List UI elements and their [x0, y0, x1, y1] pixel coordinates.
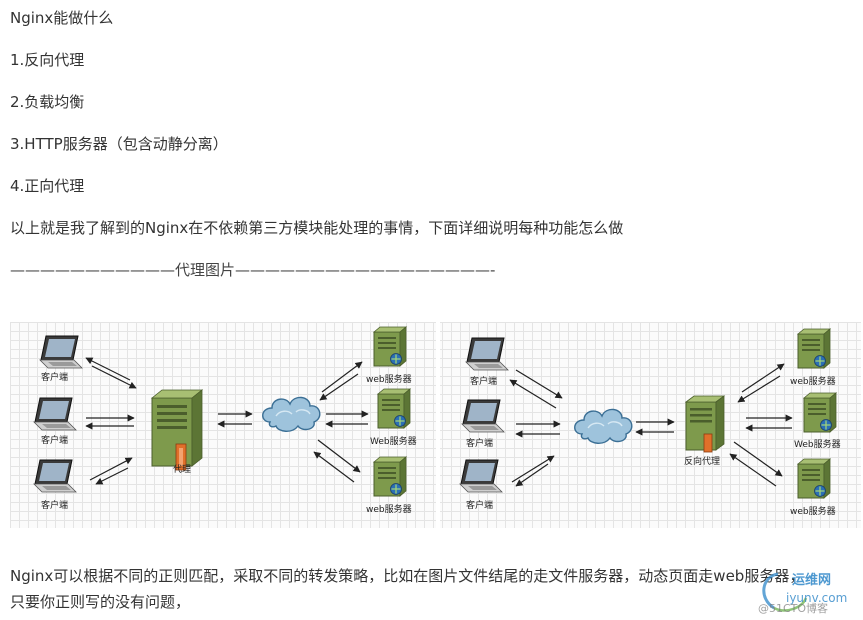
laptop-icon [39, 335, 83, 369]
proxy-label: 代理 [173, 464, 191, 475]
watermark-domain: iyunv.com [786, 591, 847, 605]
section-divider: ———————————代理图片—————————————————- [10, 261, 496, 279]
web-server-icon [797, 328, 831, 369]
client-label: 客户端 [41, 434, 68, 446]
proxy-server-icon [151, 389, 203, 471]
item-load-balancing: 2.负载均衡 [10, 93, 85, 111]
left-arrows [85, 357, 369, 485]
web-server-label: Web服务器 [794, 438, 841, 450]
web-server-label: web服务器 [790, 505, 836, 517]
client-label: 客户端 [466, 499, 493, 511]
client-label: 客户端 [466, 437, 493, 449]
item-forward-proxy: 4.正向代理 [10, 177, 85, 195]
item-reverse-proxy: 1.反向代理 [10, 51, 85, 69]
footer-paragraph-line2: 只要你正则写的没有问题， [10, 593, 191, 611]
web-server-label: web服务器 [366, 503, 412, 515]
swirl-icon [762, 572, 779, 610]
reverse-proxy-label: 反向代理 [684, 455, 720, 467]
heading-nginx: Nginx能做什么 [10, 9, 114, 27]
cloud-icon [262, 396, 321, 432]
laptop-icon [461, 399, 505, 433]
laptop-icon [465, 337, 509, 371]
web-server-label: Web服务器 [370, 435, 417, 447]
web-server-icon [373, 456, 407, 497]
footer-paragraph-line1: Nginx可以根据不同的正则匹配，采取不同的转发策略，比如在图片文件结尾的走文件… [10, 567, 805, 585]
cloud-icon [574, 408, 633, 444]
web-server-label: web服务器 [790, 375, 836, 387]
reverse-proxy-server-icon [685, 395, 725, 453]
laptop-icon [33, 397, 77, 431]
item-http-server: 3.HTTP服务器（包含动静分离） [10, 135, 228, 153]
web-server-icon [797, 458, 831, 499]
web-server-icon [803, 392, 837, 433]
watermark-brand: 运维网 [792, 572, 831, 588]
right-arrows [509, 363, 793, 487]
web-server-icon [377, 388, 411, 429]
client-label: 客户端 [41, 371, 68, 383]
intro-paragraph: 以上就是我了解到的Nginx在不依赖第三方模块能处理的事情，下面详细说明每种功能… [10, 219, 624, 237]
web-server-label: web服务器 [366, 373, 412, 385]
laptop-icon [459, 459, 503, 493]
proxy-diagram: 客户端 客户端 客户端 代理 web服务器 Web服务器 web服务器 [10, 322, 861, 528]
web-server-icon [373, 326, 407, 367]
watermark-site: @51CTO博客 [758, 601, 828, 615]
laptop-icon [33, 459, 77, 493]
watermark-logo: 运维网 iyunv.com @51CTO博客 [758, 572, 847, 615]
client-label: 客户端 [470, 375, 497, 387]
client-label: 客户端 [41, 499, 68, 511]
